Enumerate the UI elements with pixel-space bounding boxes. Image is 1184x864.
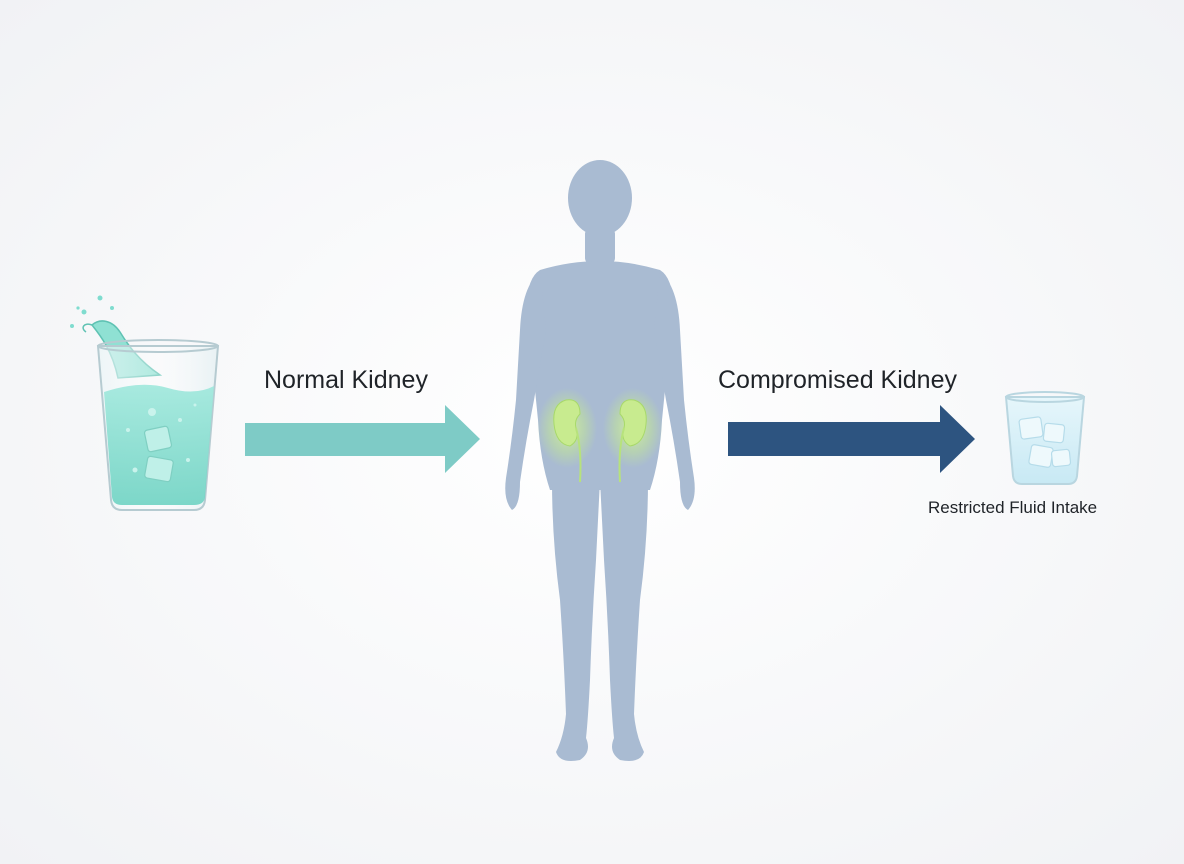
restricted-fluid-intake-label: Restricted Fluid Intake bbox=[928, 498, 1098, 517]
glass-ice-icon bbox=[1004, 391, 1086, 485]
normal-kidney-arrow bbox=[245, 405, 480, 473]
compromised-kidney-arrow bbox=[728, 405, 975, 473]
kidney-pair-icon bbox=[537, 388, 663, 483]
glass-full-water-icon bbox=[70, 295, 220, 511]
compromised-kidney-label: Compromised Kidney bbox=[718, 366, 957, 394]
human-body-silhouette-icon bbox=[505, 160, 695, 761]
normal-kidney-label: Normal Kidney bbox=[264, 366, 428, 394]
